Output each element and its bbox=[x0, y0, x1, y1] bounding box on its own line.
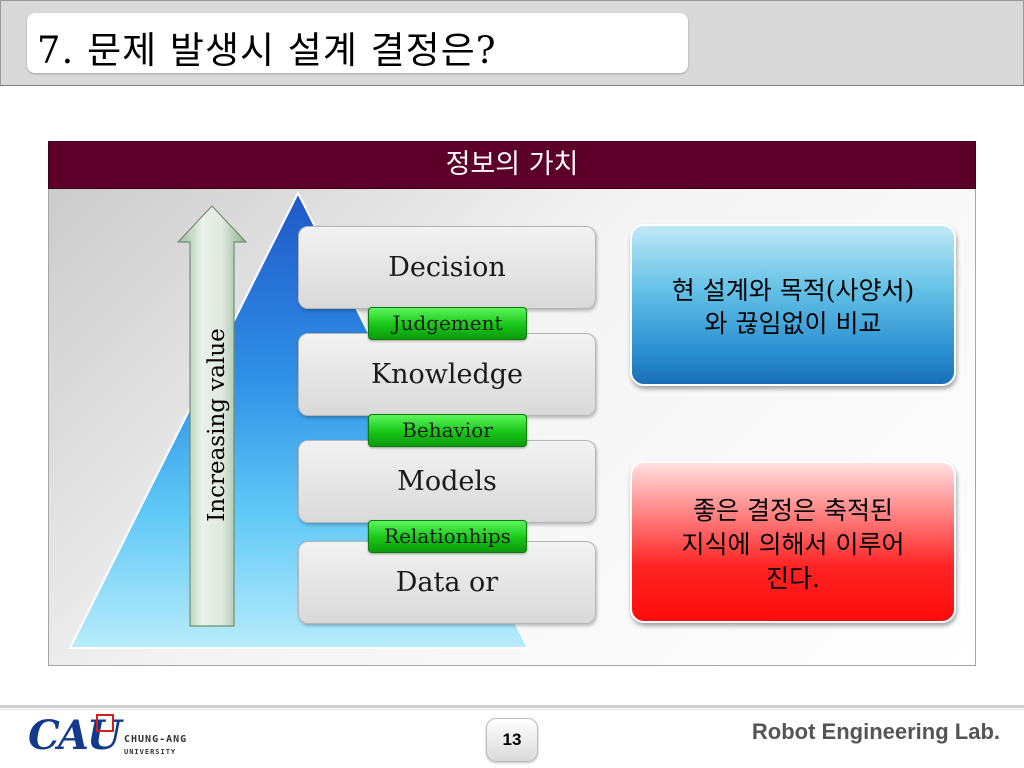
page-number-badge: 13 bbox=[486, 718, 538, 762]
footer-divider bbox=[0, 705, 1024, 708]
callout-red-line-1: 좋은 결정은 축적된 bbox=[693, 496, 893, 525]
level-label-knowledge: Knowledge bbox=[370, 359, 524, 390]
university-logo: CAU CHUNG-ANG UNIVERSITY bbox=[28, 712, 198, 766]
callout-red-line-2: 지식에 의해서 이루어 bbox=[681, 530, 905, 559]
diagram-title: 정보의 가치 bbox=[445, 149, 579, 180]
page-title: 7. 문제 발생시 설계 결정은? bbox=[37, 29, 497, 72]
callout-blue-line-1: 현 설계와 목적(사양서) bbox=[671, 276, 915, 305]
logo-univ-subtitle: UNIVERSITY bbox=[124, 748, 177, 756]
footer-divider-thin bbox=[0, 709, 1024, 710]
callout-red-line-3: 진다. bbox=[766, 564, 820, 593]
arrow-label: Increasing value bbox=[204, 328, 230, 522]
level-label-models: Models bbox=[397, 466, 497, 497]
connector-relationships: Relationhips bbox=[368, 520, 527, 553]
logo-square-icon bbox=[96, 714, 114, 732]
connector-judgement: Judgement bbox=[368, 307, 527, 340]
logo-univ-name: CHUNG-ANG bbox=[124, 734, 188, 745]
callout-blue bbox=[630, 224, 956, 386]
level-label-data: Data or bbox=[395, 567, 499, 598]
level-label-decision: Decision bbox=[388, 252, 506, 283]
connector-behavior: Behavior bbox=[368, 414, 527, 447]
title-box bbox=[27, 13, 688, 73]
diagram-header-bar bbox=[48, 141, 976, 189]
callout-red bbox=[630, 461, 956, 623]
logo-wordmark: CAU bbox=[28, 712, 122, 759]
level-box-data bbox=[298, 541, 596, 624]
callout-blue-line-2: 와 끊임없이 비교 bbox=[704, 309, 882, 338]
lab-name: Robot Engineering Lab. bbox=[751, 719, 1000, 744]
